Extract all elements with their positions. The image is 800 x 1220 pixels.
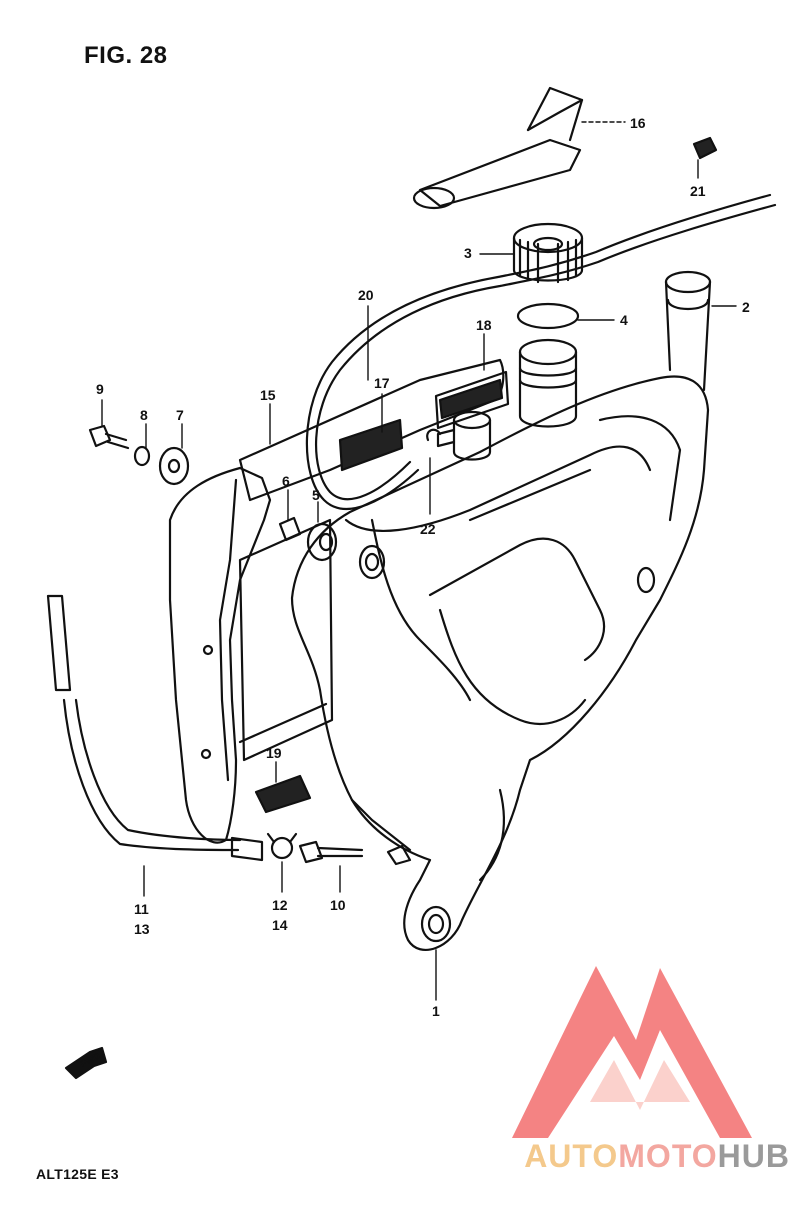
callout-1: 1 bbox=[432, 1003, 440, 1019]
callout-14: 14 bbox=[272, 917, 288, 933]
tank-bracket bbox=[238, 518, 334, 762]
callout-19: 19 bbox=[266, 745, 282, 761]
fwd-arrow bbox=[64, 1046, 108, 1080]
brand-moto: MOTO bbox=[618, 1138, 718, 1174]
callout-22: 22 bbox=[420, 521, 436, 537]
filler-cap-3 bbox=[512, 222, 584, 284]
bolt-10 bbox=[298, 840, 364, 864]
rubber-pad-17 bbox=[338, 418, 404, 472]
leader-lines bbox=[101, 121, 737, 1001]
brand-hub: HUB bbox=[717, 1138, 790, 1174]
hose-11 bbox=[46, 594, 264, 862]
callout-18: 18 bbox=[476, 317, 492, 333]
clamp-12 bbox=[266, 832, 298, 860]
fuel-tank bbox=[290, 375, 710, 951]
callout-4: 4 bbox=[620, 312, 628, 328]
callout-21: 21 bbox=[690, 183, 706, 199]
callout-3: 3 bbox=[464, 245, 472, 261]
callout-2: 2 bbox=[742, 299, 750, 315]
callout-13: 13 bbox=[134, 921, 150, 937]
callout-9: 9 bbox=[96, 381, 104, 397]
collar-6 bbox=[278, 516, 302, 542]
model-code: ALT125E E3 bbox=[36, 1166, 119, 1182]
callout-15: 15 bbox=[260, 387, 276, 403]
breather-pipe-2 bbox=[664, 270, 712, 392]
callout-20: 20 bbox=[358, 287, 374, 303]
callout-17: 17 bbox=[374, 375, 390, 391]
callout-11: 11 bbox=[134, 901, 149, 917]
filler-neck bbox=[518, 338, 578, 428]
gasket-4 bbox=[516, 302, 580, 330]
fitting-22 bbox=[426, 410, 492, 461]
callout-12: 12 bbox=[272, 897, 288, 913]
callout-6: 6 bbox=[282, 473, 290, 489]
callout-numbers: 1 2 3 4 5 6 7 8 9 10 11 12 13 14 15 16 1… bbox=[96, 115, 750, 1019]
brand-auto: AUTO bbox=[524, 1138, 619, 1174]
washer-8 bbox=[133, 445, 151, 467]
washer-7 bbox=[158, 446, 190, 486]
bolt-1-small bbox=[386, 844, 412, 866]
rubber-pad-19 bbox=[254, 774, 312, 814]
callout-10: 10 bbox=[330, 897, 346, 913]
grommet-5 bbox=[306, 522, 338, 562]
callout-7: 7 bbox=[176, 407, 184, 423]
callout-8: 8 bbox=[140, 407, 148, 423]
watermark-logo bbox=[512, 966, 752, 1138]
figure-title: FIG. 28 bbox=[84, 42, 168, 69]
hose-20 bbox=[305, 193, 777, 511]
rubber-pad-18 bbox=[434, 370, 510, 430]
clip-21 bbox=[692, 136, 718, 160]
strap-16 bbox=[412, 86, 584, 210]
callout-5: 5 bbox=[312, 487, 320, 503]
callout-16: 16 bbox=[630, 115, 646, 131]
bolt-9 bbox=[88, 424, 130, 450]
watermark-brand: AUTOMOTOHUB bbox=[524, 1138, 790, 1175]
